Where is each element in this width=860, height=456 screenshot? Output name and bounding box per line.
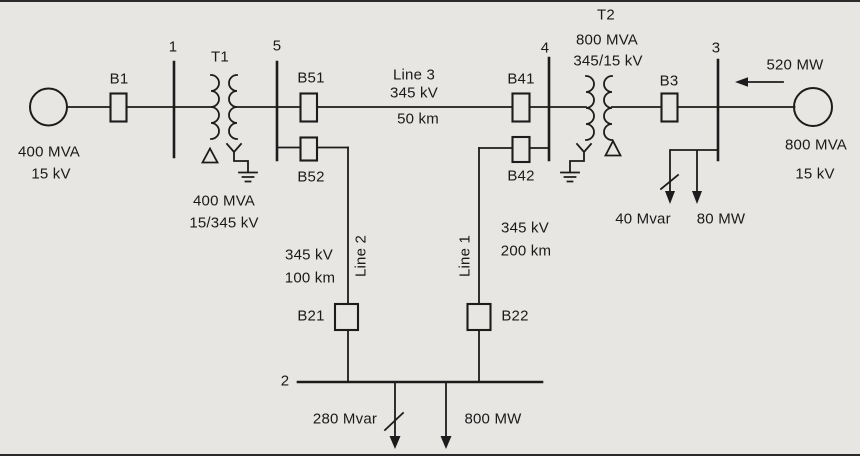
generator-1-symbol [29, 87, 68, 127]
transformer-t1-primary-winding [210, 74, 220, 140]
transformer-t2-secondary-winding [603, 75, 613, 141]
line1-voltage-label: 345 kV [501, 219, 549, 237]
bus3-reactive-load-label: 40 Mvar [615, 210, 671, 228]
breaker-b51-box [299, 92, 319, 123]
breaker-b22-label: B22 [501, 307, 529, 325]
breaker-b3-box [660, 92, 679, 123]
breaker-b42-box [511, 135, 531, 164]
generator1-rating-label: 400 MVA [18, 143, 80, 161]
line3-length-label: 50 km [397, 110, 439, 128]
t2-delta-icon [604, 139, 622, 157]
line2-voltage-label: 345 kV [285, 246, 333, 264]
bus1-label: 1 [168, 38, 178, 56]
line3-name-label: Line 3 [392, 66, 436, 84]
generator2-rating-label: 800 MVA [785, 136, 847, 154]
bus4-label: 4 [540, 39, 550, 57]
t2-wye-ground-icon [560, 142, 593, 183]
bus2-active-arrowhead [440, 436, 452, 449]
breaker-b22-box [466, 302, 492, 332]
breaker-b41-box [511, 92, 531, 123]
t1-wye-ground-icon [225, 142, 258, 183]
bus3-active-arrowhead [692, 191, 702, 204]
transformer-t2-rating-label: 800 MVA [576, 31, 638, 49]
bus3-reactive-slash [659, 173, 680, 191]
line1-name-label: Line 1 [456, 234, 474, 278]
t1-delta-icon [200, 146, 220, 164]
transformer-t2-ratio-label: 345/15 kV [573, 52, 643, 70]
line2-name-label: Line 2 [352, 234, 370, 278]
generator2-voltage-label: 15 kV [795, 165, 835, 183]
bus3-active-load-label: 80 MW [696, 210, 746, 228]
breaker-b21-label: B21 [297, 307, 325, 325]
bus2-active-load-label: 800 MW [464, 410, 522, 428]
breaker-b41-label: B41 [507, 70, 535, 88]
line3-voltage-label: 345 kV [390, 84, 438, 102]
flow-520mw-label: 520 MW [766, 56, 824, 74]
bus2-reactive-slash [383, 411, 405, 432]
breaker-b42-label: B42 [507, 167, 535, 185]
breaker-b52-label: B52 [297, 168, 325, 186]
transformer-t1-rating-label: 400 MVA [193, 192, 255, 210]
transformer-t1-name-label: T1 [211, 48, 229, 66]
transformer-t2-name-label: T2 [597, 6, 615, 24]
breaker-b3-label: B3 [659, 72, 679, 90]
bus5-label: 5 [272, 37, 282, 55]
breaker-b21-box [333, 302, 360, 332]
bus2-reactive-arrowhead [389, 436, 401, 449]
breaker-b1-label: B1 [109, 70, 129, 88]
bus3-label: 3 [711, 39, 721, 57]
breaker-b52-box [299, 136, 319, 162]
line2-length-label: 100 km [284, 269, 336, 287]
line1-length-label: 200 km [500, 242, 552, 260]
transformer-t1-ratio-label: 15/345 kV [189, 214, 259, 232]
transformer-t1-secondary-winding [228, 74, 238, 140]
breaker-tap-lines [276, 146, 550, 149]
breaker-b51-label: B51 [297, 69, 325, 87]
bus3-reactive-arrowhead [665, 191, 675, 204]
transformer-t2-primary-winding [585, 75, 595, 141]
bus2-label: 2 [280, 372, 290, 390]
bus3-load-branch [669, 149, 719, 192]
generator1-voltage-label: 15 kV [31, 165, 71, 183]
breaker-b1-box [109, 92, 128, 123]
bus2-reactive-load-label: 280 Mvar [312, 410, 378, 428]
generator-2-symbol [793, 87, 833, 127]
bus2-load-branch [394, 381, 447, 437]
flow-arrowhead-left [735, 77, 748, 87]
